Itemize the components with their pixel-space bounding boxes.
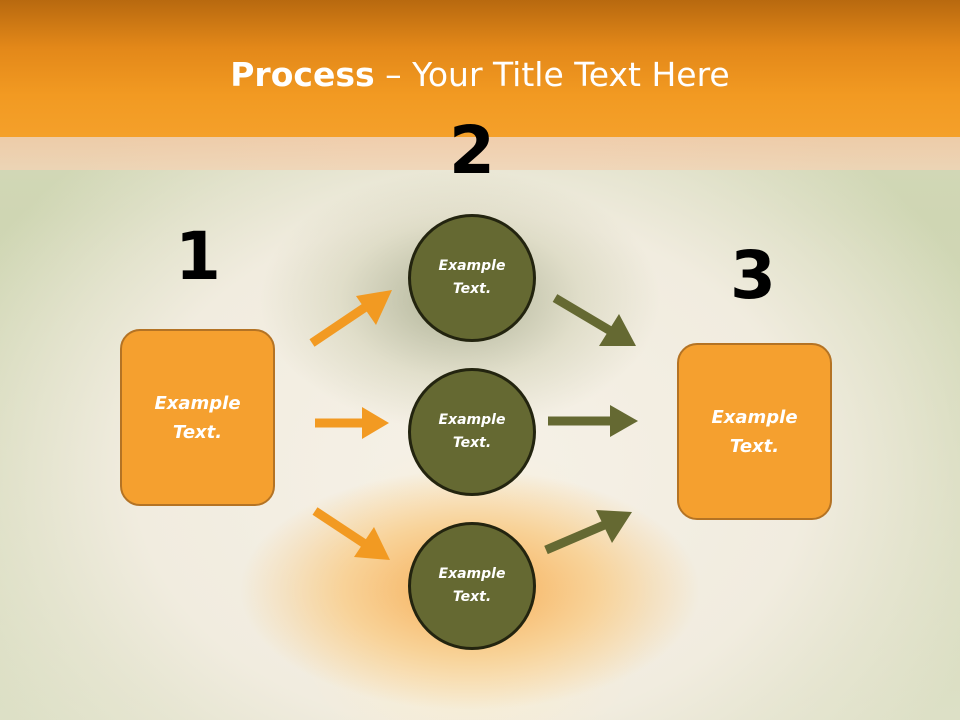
arrow-bottom-to-right [544,510,632,555]
arrow-middle-to-right [548,405,638,437]
arrow-left-to-bottom [312,507,390,560]
step-number-2: 2 [449,112,495,189]
title-bar [0,0,960,137]
left-step-box: Example Text. [120,329,275,506]
circle-bottom: Example Text. [408,522,536,650]
slide-title: Process – Your Title Text Here [0,52,960,98]
right-box-line2: Text. [729,435,780,457]
arrow-left-to-top [309,290,392,347]
arrow-top-to-right [552,294,636,346]
step-number-3: 3 [730,237,776,314]
circle-bottom-line1: Example [438,566,506,582]
title-rest-part: – Your Title Text Here [374,55,730,94]
circle-top-line2: Text. [452,281,492,297]
circle-top: Example Text. [408,214,536,342]
step-number-1: 1 [175,218,221,295]
circle-middle: Example Text. [408,368,536,496]
circle-middle-line2: Text. [452,435,492,451]
circle-top-line1: Example [438,258,506,274]
circle-middle-line1: Example [438,412,506,428]
plate-edge-band [0,135,960,170]
right-box-line1: Example [711,406,798,428]
left-box-line2: Text. [172,421,223,443]
circle-bottom-line2: Text. [452,589,492,605]
arrow-left-to-middle [315,407,389,439]
left-box-line1: Example [154,392,241,414]
title-bold-part: Process [230,55,375,94]
right-step-box: Example Text. [677,343,832,520]
